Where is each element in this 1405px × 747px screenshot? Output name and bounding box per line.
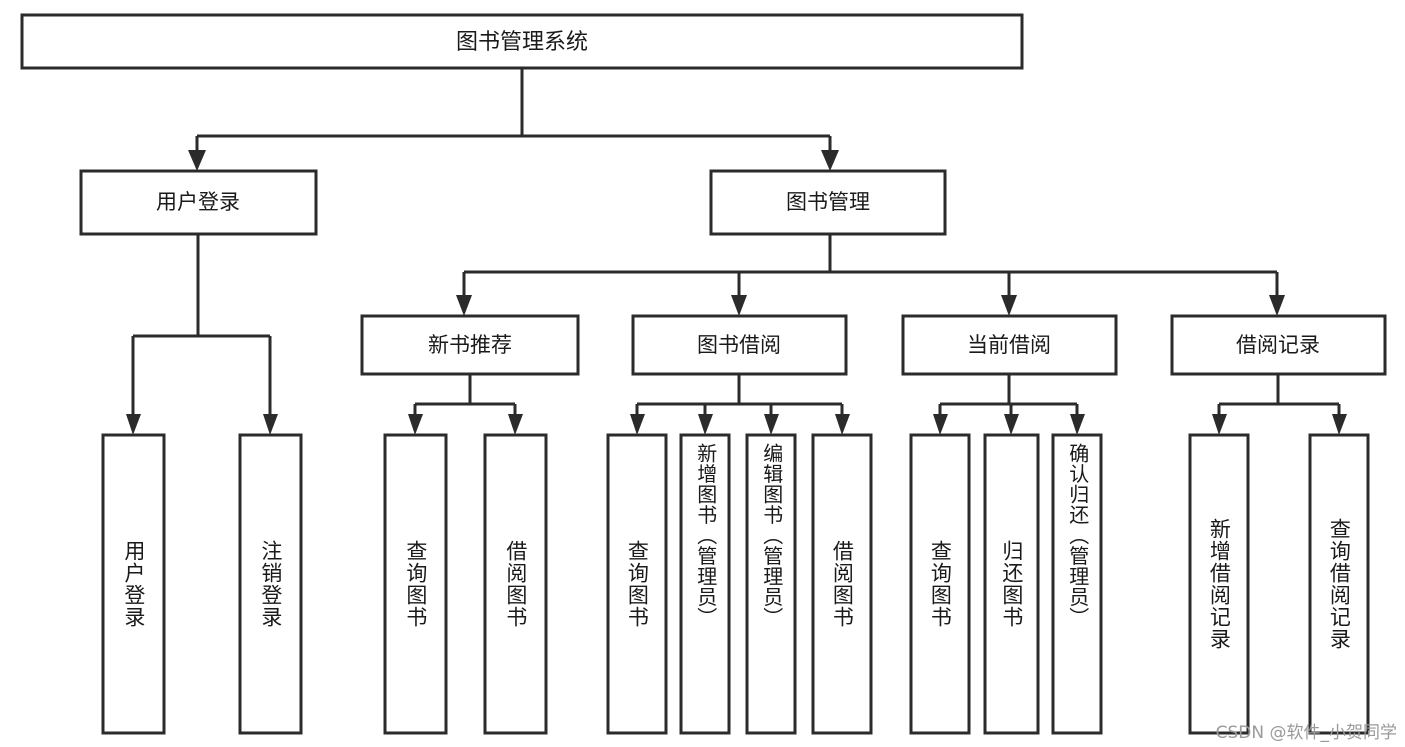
leaf-box-query-record[interactable] <box>1308 433 1370 735</box>
arrow-head-leaf-confirm-return <box>1070 414 1085 435</box>
node-user-login-label: 用户登录 <box>156 190 240 214</box>
node-current-borrow-label: 当前借阅 <box>967 333 1051 357</box>
arrow-head-leaf-query-book-2 <box>630 414 645 435</box>
node-book-borrow[interactable]: 图书借阅 <box>631 314 848 376</box>
node-book-borrow-label: 图书借阅 <box>697 333 781 357</box>
node-borrow-record[interactable]: 借阅记录 <box>1170 314 1387 376</box>
connector-book-manage-to-level3 <box>456 234 1285 316</box>
arrow-head-leaf-query-record <box>1332 414 1347 435</box>
node-book-manage-label: 图书管理 <box>786 190 870 214</box>
node-borrow-record-label: 借阅记录 <box>1236 333 1320 357</box>
arrow-head-leaf-query-book-3 <box>933 414 948 435</box>
arrow-head-leaf-borrow-book-1 <box>508 414 523 435</box>
connector-borrow-record-to-leaves <box>1212 374 1347 435</box>
node-book-manage[interactable]: 图书管理 <box>709 169 947 236</box>
node-current-borrow-box[interactable] <box>901 314 1118 376</box>
node-current-borrow[interactable]: 当前借阅 <box>901 314 1118 376</box>
node-title-label: 图书管理系统 <box>456 30 588 55</box>
arrow-head-book-borrow <box>731 295 747 316</box>
leaf-box-confirm-return[interactable] <box>1051 433 1103 735</box>
arrow-head-borrow-record <box>1269 295 1285 316</box>
arrow-head-leaf-query-book-1 <box>408 414 423 435</box>
leaf-box-return-book[interactable] <box>983 433 1040 735</box>
node-borrow-record-box[interactable] <box>1170 314 1387 376</box>
arrow-head-leaf-borrow-book-2 <box>835 414 850 435</box>
arrow-head-leaf-add-book <box>698 414 713 435</box>
node-new-book-rec[interactable]: 新书推荐 <box>360 314 580 376</box>
node-user-login-box[interactable] <box>79 169 318 236</box>
node-new-book-rec-box[interactable] <box>360 314 580 376</box>
arrow-head-leaf-add-record <box>1212 414 1227 435</box>
leaf-box-query-book-3[interactable] <box>909 433 971 735</box>
node-title[interactable]: 图书管理系统 <box>20 13 1024 70</box>
leaf-box-logout[interactable] <box>238 433 303 735</box>
node-user-login[interactable]: 用户登录 <box>79 169 318 236</box>
leaf-box-query-book-2[interactable] <box>606 433 668 735</box>
arrow-head-current-borrow <box>1001 295 1017 316</box>
leaf-box-query-book-1[interactable] <box>383 433 448 735</box>
node-new-book-rec-label: 新书推荐 <box>428 333 512 357</box>
arrow-head-leaf-logout <box>263 414 278 435</box>
leaf-box-user-login[interactable] <box>101 433 166 735</box>
connector-user-login-to-leaves <box>126 234 278 435</box>
arrow-head-user-login <box>188 150 206 171</box>
arrow-head-leaf-return-book <box>1004 414 1019 435</box>
node-book-borrow-box[interactable] <box>631 314 848 376</box>
connector-new-book-rec-to-leaves <box>408 374 523 435</box>
arrow-head-new-book-rec <box>456 295 472 316</box>
leaf-boxes <box>101 433 1370 735</box>
arrow-head-leaf-user-login <box>126 414 141 435</box>
leaf-box-add-record[interactable] <box>1188 433 1250 735</box>
leaf-box-borrow-book-2[interactable] <box>811 433 873 735</box>
connector-book-borrow-to-leaves <box>630 374 850 435</box>
node-book-manage-box[interactable] <box>709 169 947 236</box>
leaf-box-borrow-book-1[interactable] <box>483 433 548 735</box>
arrow-head-leaf-edit-book <box>764 414 779 435</box>
leaf-box-edit-book[interactable] <box>745 433 797 735</box>
arrow-head-book-manage <box>821 150 839 171</box>
connector-title-to-level2 <box>188 68 839 171</box>
connector-current-borrow-to-leaves <box>933 374 1085 435</box>
leaf-box-add-book[interactable] <box>679 433 731 735</box>
node-title-box[interactable] <box>20 13 1024 70</box>
